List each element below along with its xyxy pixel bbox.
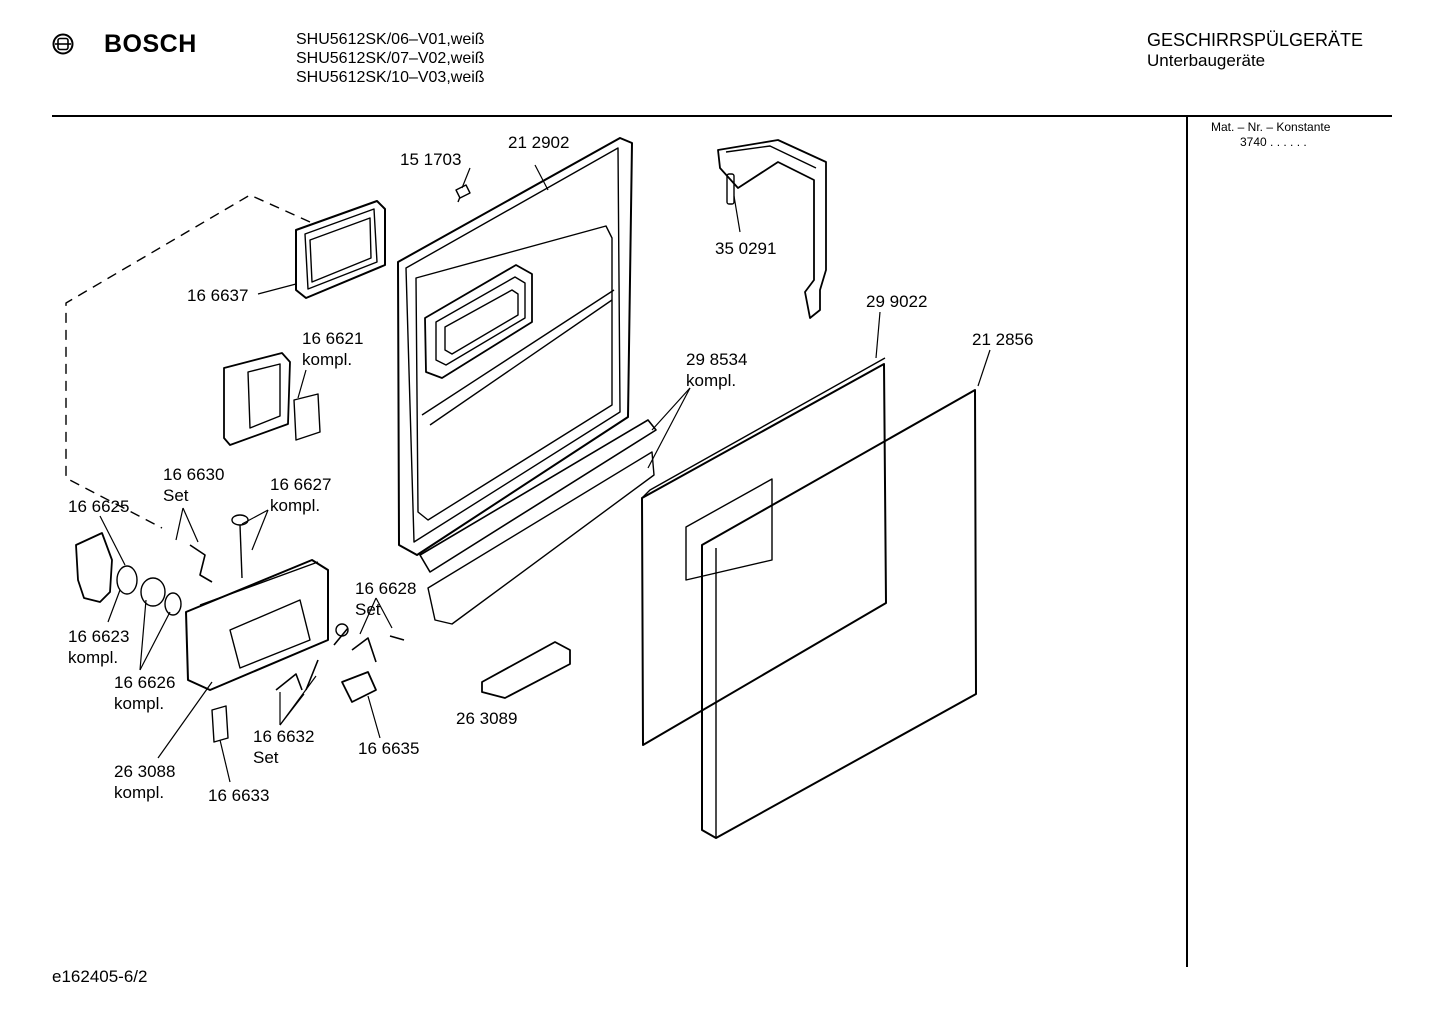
label-166633: 16 6633	[208, 786, 270, 805]
part-166633-clip	[211, 705, 229, 743]
part-350291-bracket	[717, 139, 827, 319]
part-299022-outer-panel	[641, 357, 887, 746]
part-166621-filter	[223, 352, 321, 446]
part-298534-rail	[419, 419, 657, 625]
model-line-1: SHU5612SK/06–V01,weiß	[296, 31, 485, 48]
mat-nr-value: 3740 . . . . . .	[1240, 135, 1307, 149]
leader-lines	[99, 164, 991, 783]
part-166625-cover	[75, 532, 113, 603]
label-166623: 16 6623	[68, 627, 130, 646]
sidebar-divider	[1186, 116, 1188, 967]
part-166637-seal-frame	[295, 200, 386, 299]
label-212902: 21 2902	[508, 133, 570, 152]
label-166632-set: Set	[253, 748, 279, 767]
label-166621: 16 6621	[302, 329, 364, 348]
label-166627-kompl: kompl.	[270, 496, 321, 515]
part-166635-switch	[341, 671, 377, 703]
part-166630-clip	[189, 544, 213, 583]
subcategory-title: Unterbaugeräte	[1147, 51, 1266, 70]
part-212856-front-panel	[685, 389, 977, 839]
label-263088-kompl: kompl.	[114, 783, 165, 802]
label-212856: 21 2856	[972, 330, 1034, 349]
label-166632: 16 6632	[253, 727, 315, 746]
label-166630: 16 6630	[163, 465, 225, 484]
label-166626-kompl: kompl.	[114, 694, 165, 713]
label-166627: 16 6627	[270, 475, 332, 494]
bosch-armature-icon	[52, 33, 74, 55]
part-166626-ring	[140, 577, 166, 607]
label-166628: 16 6628	[355, 579, 417, 598]
label-166626: 16 6626	[114, 673, 176, 692]
label-350291: 35 0291	[715, 239, 777, 258]
label-166635: 16 6635	[358, 739, 420, 758]
label-166637: 16 6637	[187, 286, 249, 305]
label-299022: 29 9022	[866, 292, 928, 311]
assembly-dashed-line	[65, 194, 311, 529]
label-151703: 15 1703	[400, 150, 462, 169]
label-166630-set: Set	[163, 486, 189, 505]
part-151703-screw	[455, 184, 471, 203]
part-212902-inner-door	[397, 137, 633, 556]
part-263088-dispenser	[185, 559, 329, 691]
label-263089: 26 3089	[456, 709, 518, 728]
part-263089-latch	[481, 641, 571, 699]
category-title: GESCHIRRSPÜLGERÄTE	[1147, 30, 1364, 50]
model-line-2: SHU5612SK/07–V02,weiß	[296, 50, 485, 67]
label-166628-set: Set	[355, 600, 381, 619]
label-298534: 29 8534	[686, 350, 748, 369]
label-298534-kompl: kompl.	[686, 371, 737, 390]
part-166628-set	[351, 635, 405, 663]
label-166623-kompl: kompl.	[68, 648, 119, 667]
document-id: e162405-6/2	[52, 967, 148, 986]
brand-name: BOSCH	[104, 30, 197, 58]
label-166625: 16 6625	[68, 497, 130, 516]
mat-nr-label: Mat. – Nr. – Konstante	[1211, 120, 1331, 134]
model-line-3: SHU5612SK/10–V03,weiß	[296, 69, 485, 86]
part-166627-rod	[231, 514, 249, 579]
part-166623-seal	[116, 565, 138, 595]
header-divider	[52, 115, 1392, 117]
label-263088: 26 3088	[114, 762, 176, 781]
label-166621-kompl: kompl.	[302, 350, 353, 369]
